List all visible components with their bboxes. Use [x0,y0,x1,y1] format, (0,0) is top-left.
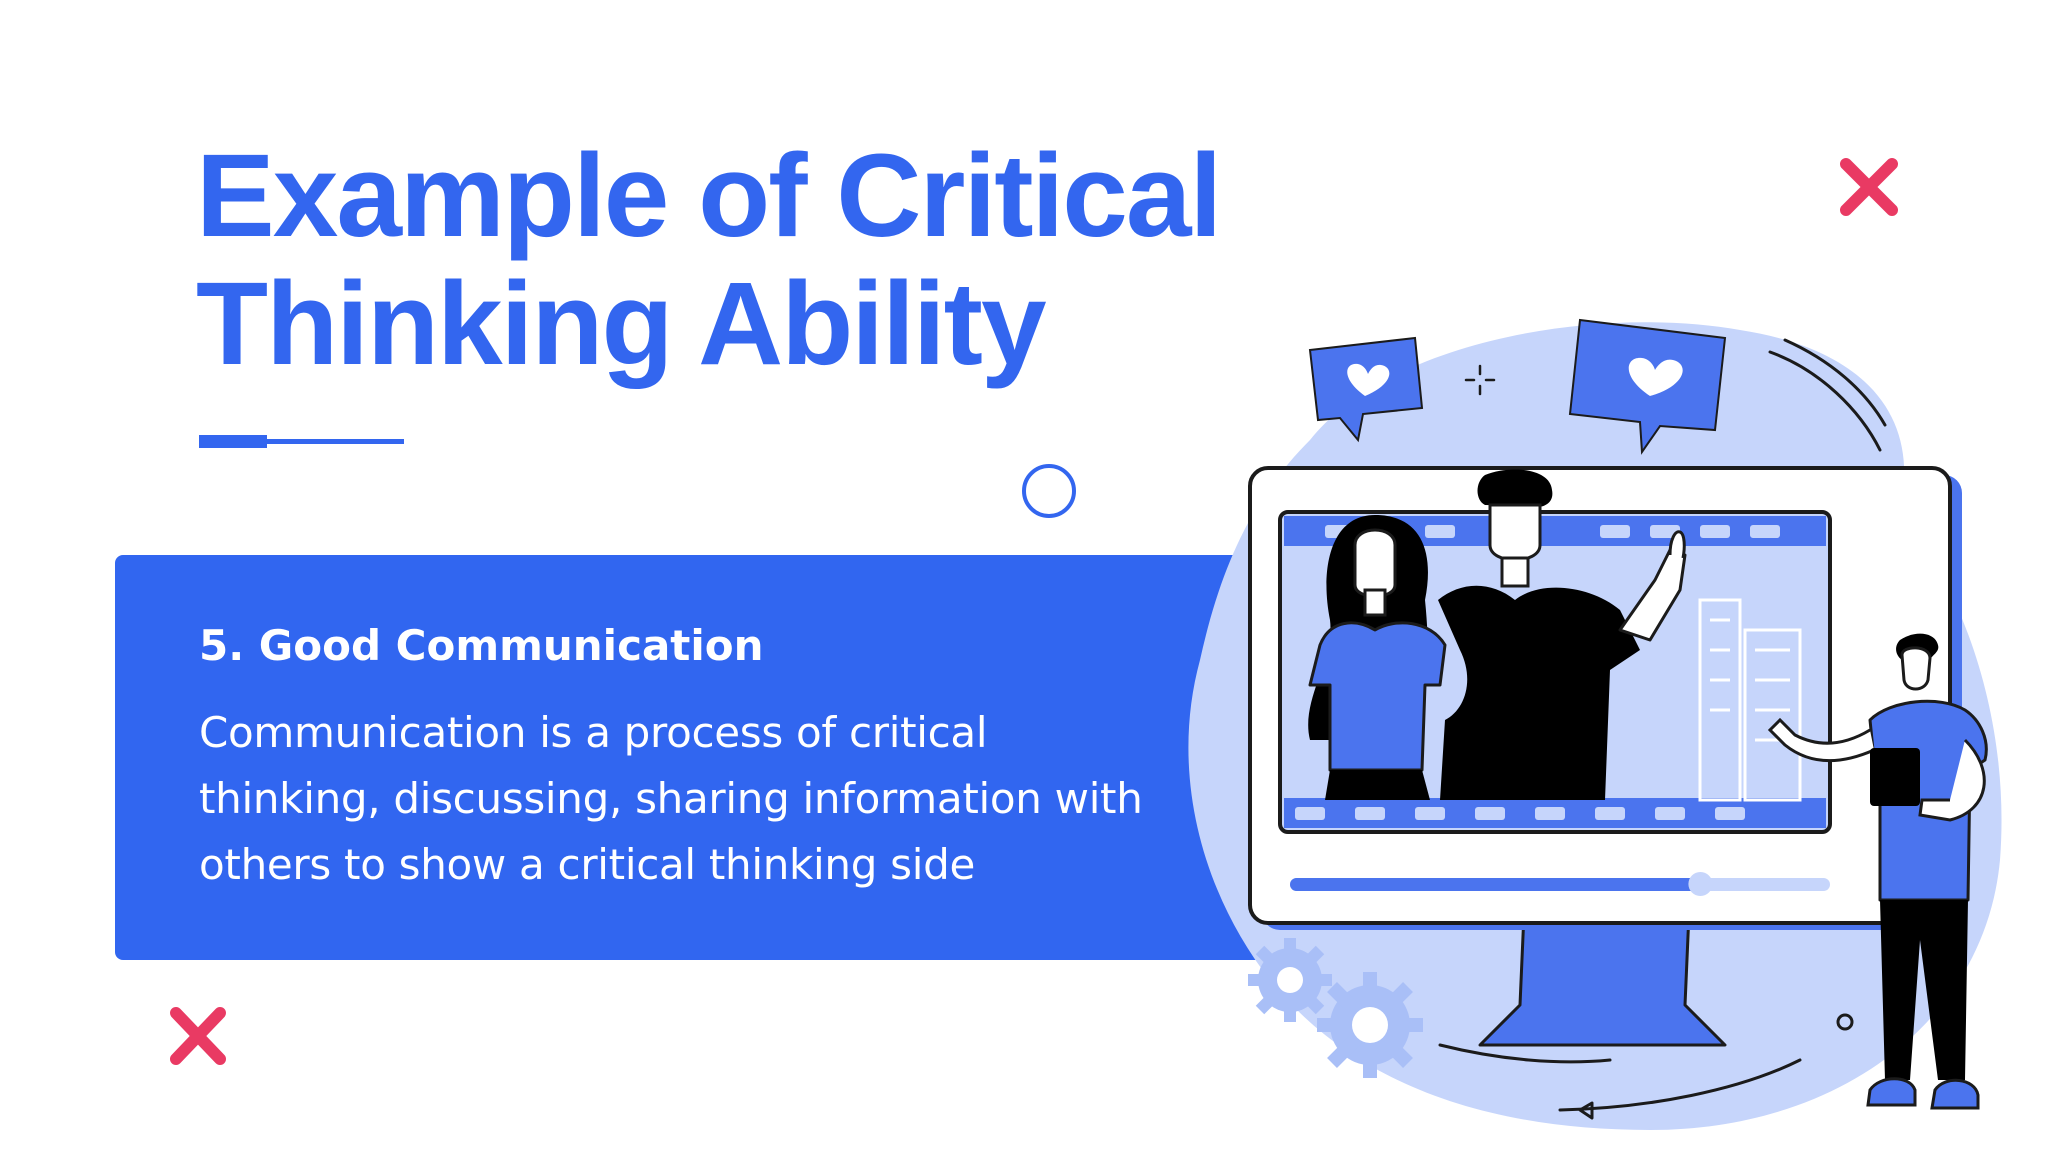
communication-illustration [1188,318,2002,1130]
sparkle-icon [1464,364,1496,396]
city-background [1698,598,1802,802]
play-triangle-icon [1578,1101,1594,1120]
video-progress-fill [1290,878,1701,891]
woman-figure [1308,515,1447,800]
heart-bubble-icon [1308,336,1424,443]
slide-title-line-1: Example of Critical [196,130,1222,262]
slide-title: Example of Critical Thinking Ability [196,132,1376,388]
video-progress-knob [1688,872,1713,896]
small-circle-decoration [1836,1013,1854,1031]
card-body-text: Communication is a process of critical t… [199,708,1143,889]
heart-bubble-icon [1568,318,1727,455]
x-mark-icon [1840,158,1898,216]
info-card [115,555,1295,960]
man-figure [1438,469,1687,800]
card-heading: 5. Good Communication [199,621,764,670]
title-underline-thin [262,439,404,444]
gear-icon [1248,938,1332,1022]
title-underline-thick [199,435,267,448]
x-mark-icon [170,1007,226,1065]
gear-icon [1317,972,1423,1078]
slide-title-line-2: Thinking Ability [196,258,1047,390]
presenter-figure [1767,633,1988,1110]
motion-lines [1768,338,1887,452]
circle-outline-decoration [1022,464,1076,518]
